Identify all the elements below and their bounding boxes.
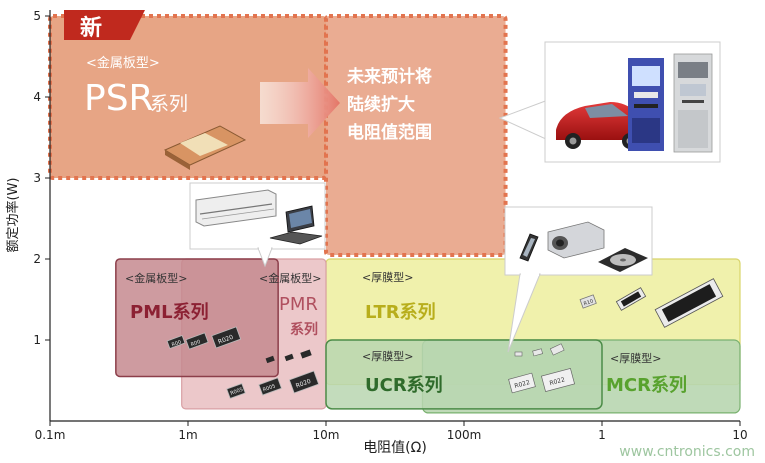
pml-chip-text: R00	[190, 339, 201, 348]
future-text: 未来预计将 陆续扩大 电阻值范围	[346, 66, 432, 143]
pmr-chip	[284, 353, 294, 362]
pml-chip-1: R00	[166, 334, 186, 350]
x-axis-label: 电阻值(Ω)	[363, 440, 427, 456]
psr-suffix: 系列	[150, 93, 188, 115]
watermark: www.cntronics.com	[619, 444, 755, 460]
pml-type-label: <金属板型>	[125, 271, 187, 285]
pmr-chip	[300, 349, 312, 359]
pmr-type-label: <金属板型>	[259, 271, 321, 285]
air-conditioner-icon	[195, 189, 277, 227]
x-tick-label: 0.1m	[35, 428, 66, 442]
pmr-chip-large-3: R020	[288, 370, 320, 394]
ucr-type-label: <厚膜型>	[362, 349, 413, 363]
new-badge	[64, 10, 145, 40]
pmr-series-suffix: 系列	[290, 321, 318, 338]
ucr-chip-text: R022	[549, 376, 566, 387]
ltr-type-label: <厚膜型>	[362, 270, 413, 284]
pml-region	[115, 258, 279, 378]
ucr-chip-label-2: R022	[541, 367, 575, 393]
laptop-icon	[269, 205, 323, 245]
ucr-series-name: UCR系列	[365, 375, 443, 396]
y-tick-label: 3	[33, 171, 41, 185]
region-labels: <金属板型> PML系列 <金属板型> PMR 系列 <厚膜型> LTR系列 <…	[125, 270, 687, 396]
new-badge-text: 新	[80, 15, 102, 41]
phone-icon	[519, 233, 539, 262]
future-line-2: 陆续扩大	[347, 94, 415, 115]
x-tick-label: 1	[598, 428, 606, 442]
x-tick-label: 10m	[313, 428, 340, 442]
pml-series-name: PML系列	[130, 302, 209, 323]
ltr-chip-small: R10	[579, 294, 597, 309]
pml-chip-3: R020	[211, 326, 242, 349]
x-tick-label: 1m	[178, 428, 197, 442]
future-region	[324, 14, 508, 257]
projector-icon	[547, 221, 605, 259]
car-icon	[556, 102, 650, 149]
pml-chip-2: R00	[185, 332, 209, 350]
y-axis-label: 额定功率(W)	[5, 178, 21, 253]
ucr-region	[325, 339, 603, 410]
pmr-chip-large-2: R005	[258, 377, 282, 396]
mcr-series-name: MCR系列	[606, 375, 687, 396]
pmr-chip-text: R020	[295, 378, 312, 390]
application-photo-bottom-right	[504, 206, 653, 353]
psr-chip-image	[163, 125, 247, 170]
expansion-arrow	[260, 68, 340, 138]
atm-icon	[673, 53, 713, 153]
pmr-chip	[265, 355, 275, 364]
pmr-chip-text: R005	[262, 383, 276, 393]
pmr-chip-large-1: R005	[226, 383, 246, 399]
y-tick-label: 4	[33, 90, 41, 104]
y-tick-label: 1	[33, 333, 41, 347]
future-line-3: 电阻值范围	[347, 122, 432, 143]
ltr-chip-medium	[615, 287, 647, 311]
pml-chip-text: R00	[171, 339, 182, 348]
x-tick-label: 10	[732, 428, 747, 442]
axes: 0.1m 1m 10m 100m 1 10 1 2 3 4 5 电阻值(Ω) 额定功率(W)	[5, 9, 748, 456]
psr-type-label: <金属板型>	[86, 55, 160, 71]
pmr-chip-text: R005	[230, 387, 244, 397]
ucr-chip-label-1: R022	[508, 372, 536, 394]
pmr-series-name: PMR	[279, 294, 318, 315]
ucr-chip	[514, 351, 523, 357]
x-tick-label: 100m	[447, 428, 482, 442]
psr-name: PSR	[84, 78, 154, 119]
ticket-machine-icon	[628, 58, 664, 151]
psr-content: 新 <金属板型> PSR 系列	[64, 10, 247, 170]
application-photo-top-right	[498, 41, 721, 163]
chip-images: R10 R022 R022 R00 R00	[166, 278, 724, 399]
application-photo-middle-left	[189, 182, 326, 268]
ucr-chip	[532, 348, 543, 357]
ucr-chip-text: R022	[514, 379, 531, 390]
y-tick-label: 5	[33, 9, 41, 23]
ltr-chip-label: R10	[583, 298, 594, 307]
mcr-type-label: <厚膜型>	[610, 351, 661, 365]
pml-chip-text: R020	[217, 334, 234, 346]
ltr-chip-large	[654, 278, 724, 328]
ucr-chip	[549, 343, 565, 356]
future-line-1: 未来预计将	[346, 66, 432, 87]
ltr-series-name: LTR系列	[365, 302, 436, 323]
hard-disk-icon	[598, 248, 648, 272]
y-tick-label: 2	[33, 252, 41, 266]
